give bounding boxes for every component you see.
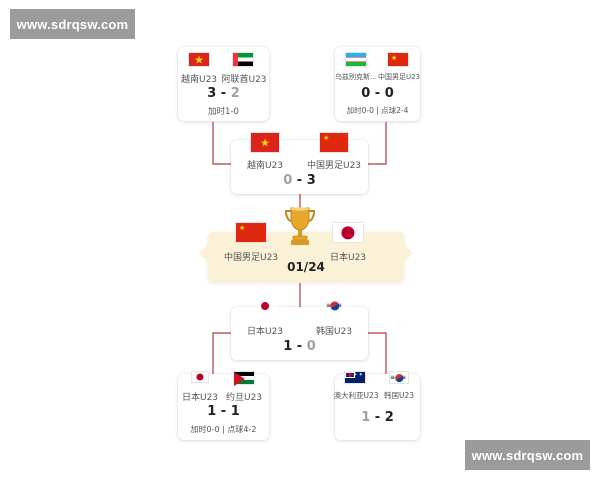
team-b-name: 中国男足U23 [377, 73, 421, 81]
score-separator: - [216, 86, 231, 101]
team-a-name: 乌兹别克斯… [335, 73, 377, 81]
team-a-name: 日本U23 [246, 327, 284, 337]
score-separator: - [216, 404, 231, 419]
connector-top-left [212, 122, 232, 165]
china-flag-icon [387, 52, 409, 67]
vietnam-flag-icon [188, 52, 210, 67]
uae-flag-icon [232, 52, 254, 67]
score-a: 0 [283, 173, 293, 188]
match-card-semi-bottom-left[interactable]: 日本U23 约旦U23 1 - 1 加时0-0 | 点球4-2 [178, 371, 269, 440]
penalty-note: 加时0-0 | 点球2-4 [346, 106, 409, 115]
score-b: 3 [306, 173, 316, 188]
score-a: 0 [361, 86, 371, 101]
china-flag-icon [319, 132, 349, 153]
jordan-flag-icon [233, 371, 255, 386]
final-date: 01/24 [287, 260, 325, 274]
watermark-top: www.sdrqsw.com [10, 9, 135, 39]
match-score: 0 - 0 [335, 86, 420, 101]
vietnam-flag-icon [250, 132, 280, 153]
score-b: 2 [384, 410, 394, 425]
score-separator: - [370, 86, 385, 101]
team-a-name: 越南U23 [246, 161, 284, 171]
china-flag-icon [235, 222, 267, 243]
score-separator: - [292, 173, 307, 188]
connector-bottom-left [212, 332, 232, 374]
team-b-name: 中国男足U23 [306, 161, 362, 171]
korea-flag-icon [389, 371, 409, 384]
score-b: 1 [230, 404, 240, 419]
score-a: 1 [361, 410, 371, 425]
score-b: 0 [306, 339, 316, 354]
match-card-semi-top-right[interactable]: 乌兹别克斯… 中国男足U23 0 - 0 加时0-0 | 点球2-4 [335, 47, 420, 121]
match-card-lower[interactable]: 日本U23 韩国U23 1 - 0 [231, 297, 368, 360]
trophy-icon [284, 207, 316, 245]
team-b-name: 约旦U23 [225, 393, 263, 403]
match-score: 1 - 0 [231, 339, 368, 354]
score-a: 1 [283, 339, 293, 354]
final-match-card[interactable]: 中国男足U23 日本U23 01/24 [199, 222, 413, 282]
match-score: 0 - 3 [231, 173, 368, 188]
japan-flag-icon [332, 222, 364, 243]
match-score: 1 - 1 [178, 404, 269, 419]
score-b: 0 [384, 86, 394, 101]
team-a-name: 日本U23 [181, 393, 219, 403]
match-score: 1 - 2 [335, 410, 420, 425]
team-b-name: 日本U23 [329, 253, 367, 263]
score-b: 2 [230, 86, 240, 101]
score-a: 3 [207, 86, 217, 101]
japan-flag-icon [191, 371, 209, 383]
team-b-name: 韩国U23 [383, 391, 415, 400]
team-a-name: 澳大利亚U23 [333, 391, 379, 400]
penalty-note: 加时0-0 | 点球4-2 [190, 425, 257, 434]
connector-top-right [368, 122, 387, 165]
match-card-semi-top-left[interactable]: 越南U23 阿联酋U23 3 - 2 加时1-0 [178, 47, 269, 121]
australia-flag-icon [344, 371, 366, 384]
extra-time-note: 加时1-0 [208, 107, 239, 117]
team-a-name: 越南U23 [180, 75, 218, 85]
team-b-name: 韩国U23 [315, 327, 353, 337]
match-score: 3 - 2 [178, 86, 269, 101]
match-card-semi-bottom-right[interactable]: 澳大利亚U23 韩国U23 1 - 2 [333, 371, 420, 440]
score-separator: - [370, 410, 385, 425]
uzbekistan-flag-icon [345, 52, 367, 67]
korea-flag-icon [324, 297, 346, 315]
connector-bottom-right [368, 332, 387, 374]
score-separator: - [292, 339, 307, 354]
watermark-bottom: www.sdrqsw.com [465, 440, 590, 470]
match-card-upper[interactable]: 越南U23 中国男足U23 0 - 3 [231, 132, 368, 194]
japan-flag-icon [256, 297, 274, 315]
team-b-name: 阿联酋U23 [221, 75, 267, 85]
score-a: 1 [207, 404, 217, 419]
team-a-name: 中国男足U23 [223, 253, 279, 263]
